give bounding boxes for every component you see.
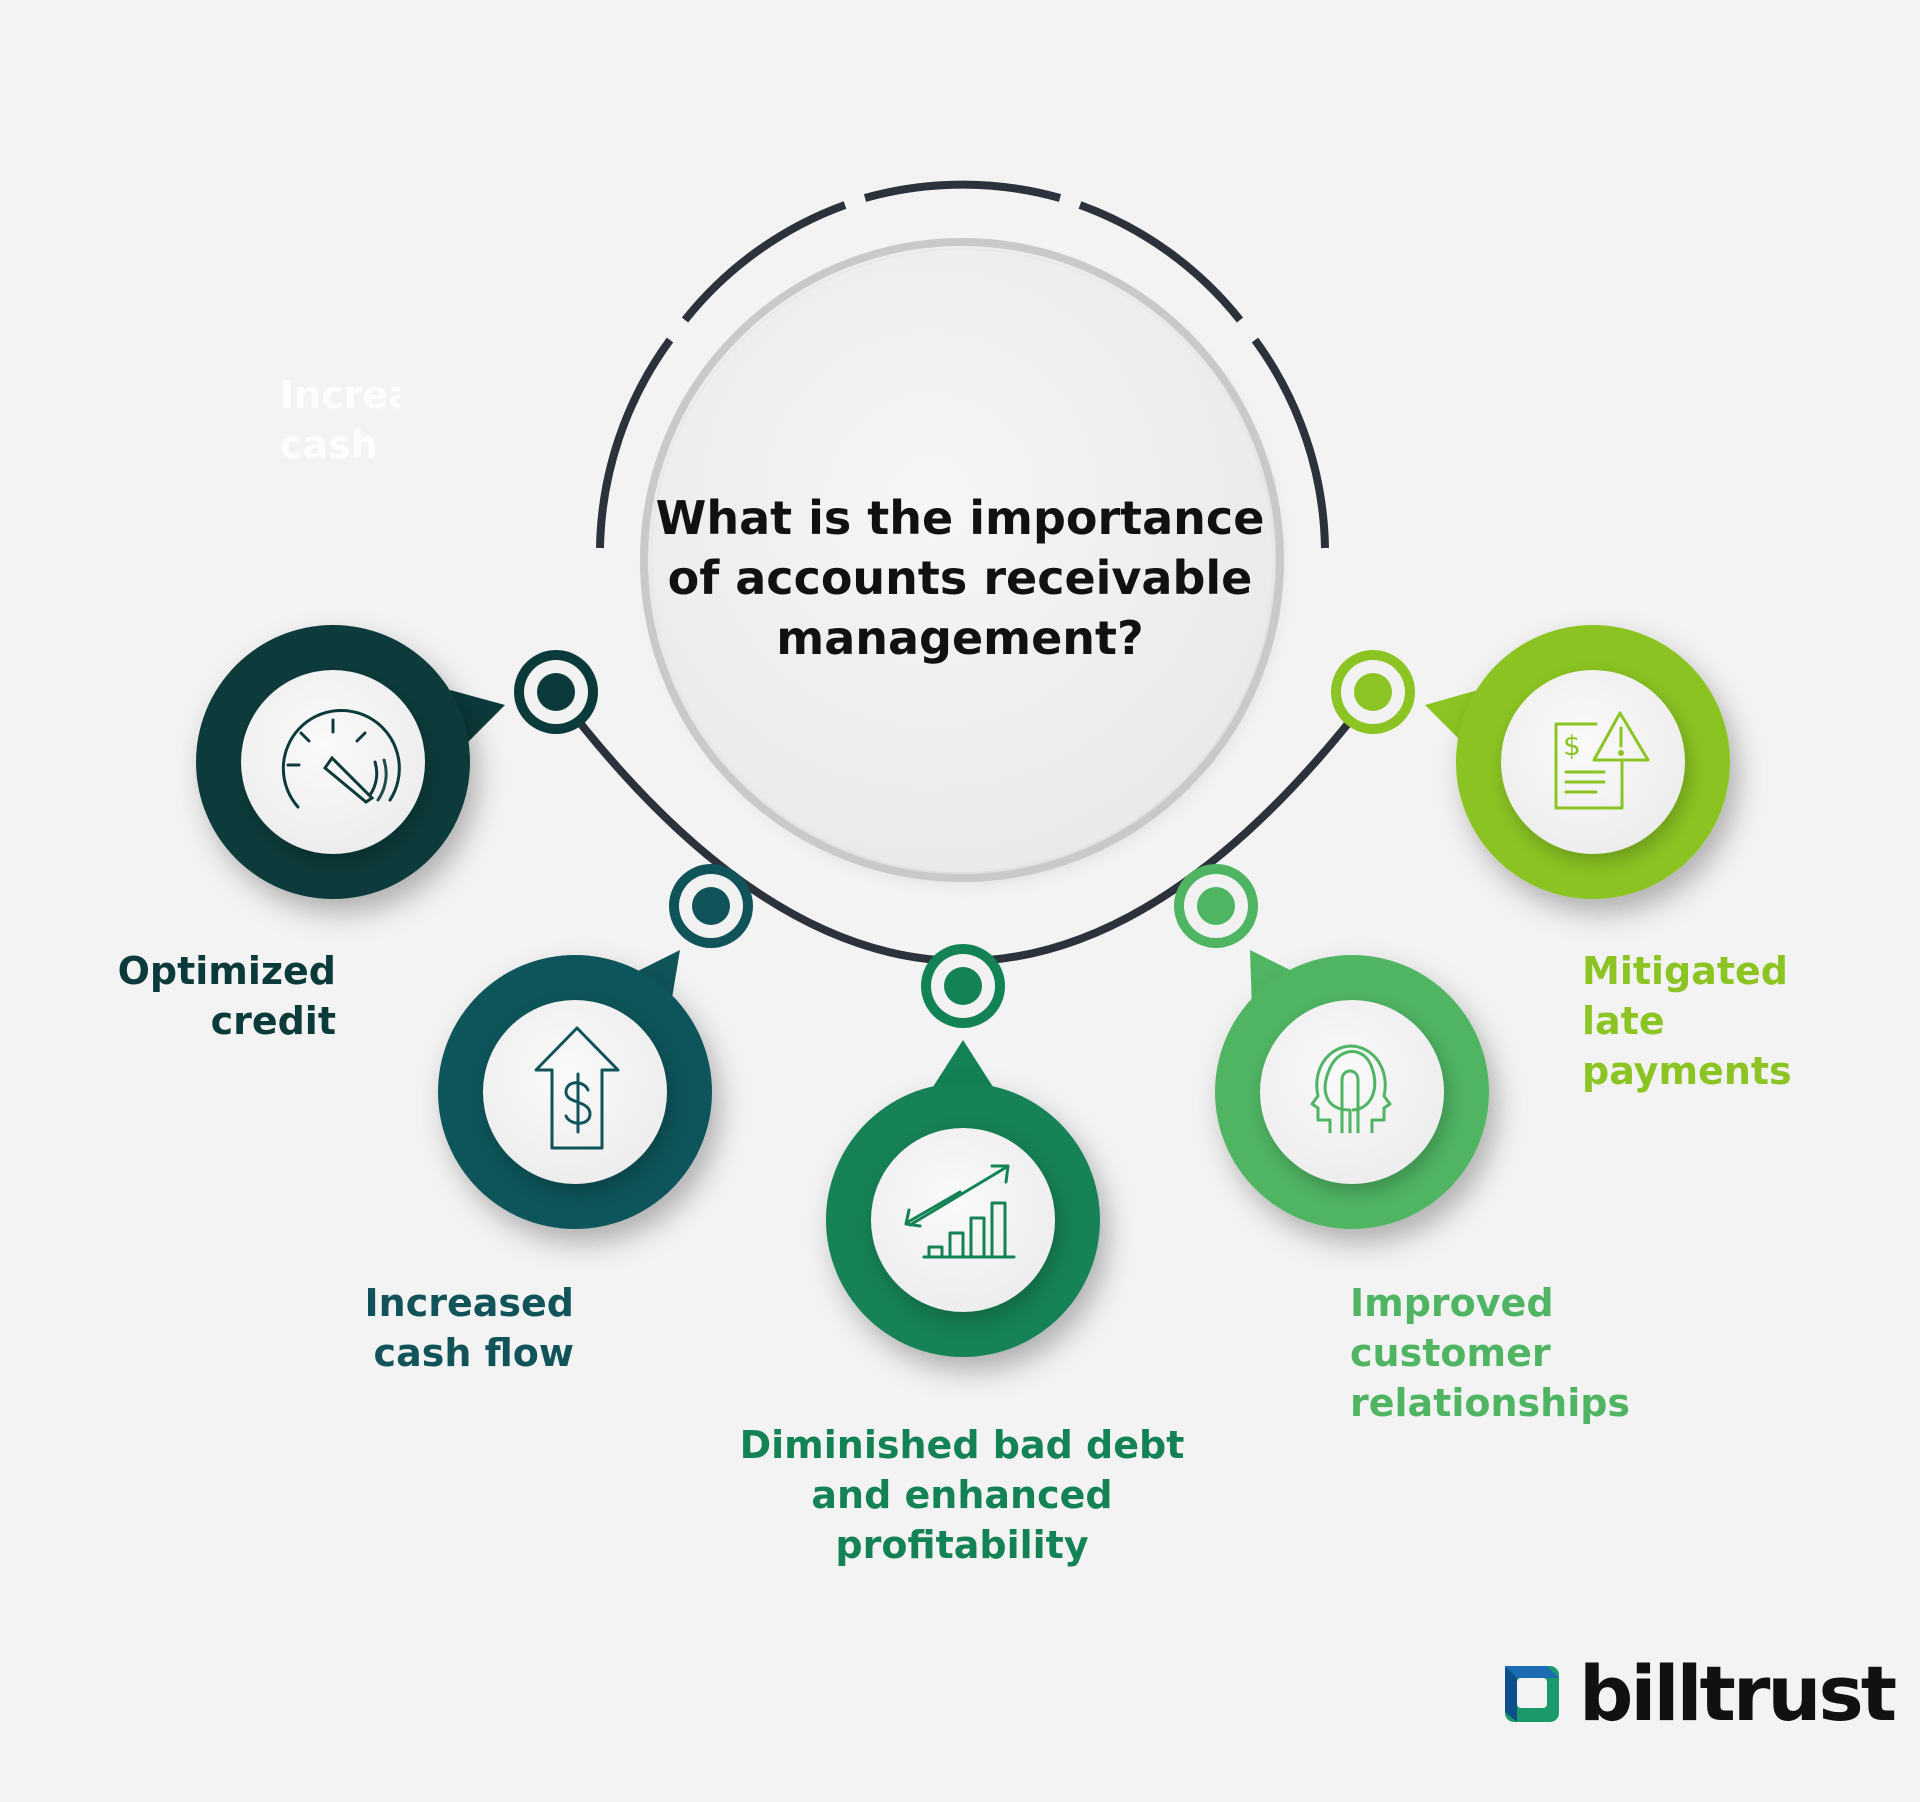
label-mitigated-late-payments: Mitigated late payments xyxy=(1582,949,1792,1093)
ghost-text: Increased cash flow xyxy=(280,373,400,467)
node-improved-relationships xyxy=(1174,864,1258,948)
node-increased-cash-flow xyxy=(669,864,753,948)
node-mitigated-late-payments xyxy=(1331,650,1415,734)
outer-arc xyxy=(596,180,1329,549)
brand-logo-spacer xyxy=(1505,1666,1561,1722)
label-diminished-bad-debt: Diminished bad debt and enhanced profita… xyxy=(739,1423,1185,1567)
brand: billtrust xyxy=(1505,1649,1897,1738)
dollar-arrow-up-icon xyxy=(534,1026,620,1150)
label-increased-cash-flow: Increased cash flow xyxy=(364,1281,574,1375)
two-heads-icon xyxy=(1310,1044,1392,1133)
billtrust-logo-mark xyxy=(1505,1666,1559,1722)
speedometer-icon xyxy=(281,708,401,809)
node-diminished-bad-debt xyxy=(921,944,1005,1028)
node-optimized-credit xyxy=(514,650,598,734)
label-improved-relationships: Improved customer relationships xyxy=(1350,1281,1631,1425)
bubble-improved-relationships xyxy=(1215,950,1489,1229)
bubble-increased-cash-flow xyxy=(438,950,712,1229)
brand-name: billtrust xyxy=(1579,1649,1897,1738)
invoice-warning-icon xyxy=(1554,711,1650,810)
dollar-symbol: $ xyxy=(1563,729,1581,762)
growth-chart-icon xyxy=(904,1164,1016,1259)
center-circle xyxy=(640,238,1284,882)
label-optimized-credit: Optimized credit xyxy=(117,949,336,1043)
bubble-diminished-bad-debt xyxy=(826,1040,1100,1357)
bubble-optimized-credit xyxy=(196,625,505,899)
page-title: What is the importance of accounts recei… xyxy=(655,491,1265,665)
bubble-mitigated-late-payments: $ xyxy=(1425,625,1730,899)
